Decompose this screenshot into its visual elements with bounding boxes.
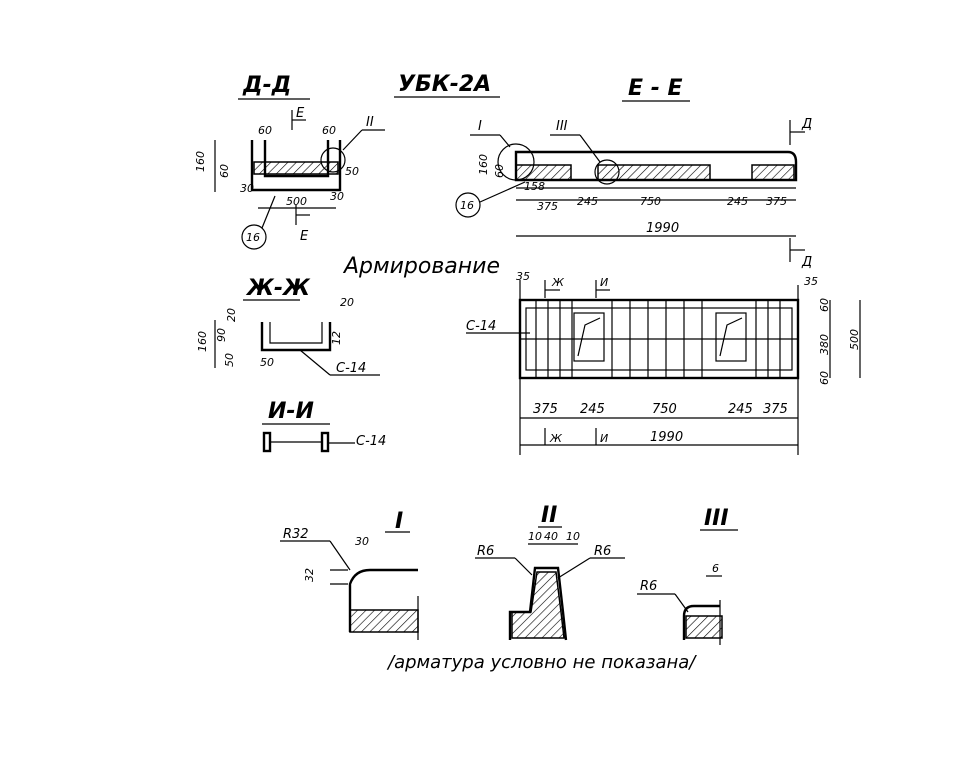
svg-text:245: 245 [727,195,748,208]
svg-text:750: 750 [652,402,677,417]
section-zz-title: Ж-Ж [245,276,311,301]
svg-text:30: 30 [240,182,254,195]
svg-text:60: 60 [258,124,272,137]
svg-text:60: 60 [493,164,506,178]
svg-text:20: 20 [225,308,238,322]
reinforcement-plan: С-14 35 35 Ж И 60 380 60 500 375 245 750… [466,270,861,455]
svg-text:30: 30 [355,535,369,548]
svg-text:R32: R32 [283,527,309,542]
svg-text:60: 60 [818,298,831,312]
section-ii-title: И-И [268,399,314,424]
svg-text:С-14: С-14 [466,319,496,334]
svg-text:245: 245 [728,402,753,417]
section-ee-title: Е - Е [628,76,683,101]
svg-text:35: 35 [804,275,818,288]
svg-text:750: 750 [640,195,661,208]
svg-text:60: 60 [818,371,831,385]
svg-text:И: И [600,432,608,445]
detail-ii: II 10 40 10 R6 R6 [475,503,625,641]
svg-text:R6: R6 [477,544,494,559]
footnote: /арматура условно не показана/ [386,652,697,673]
svg-text:380: 380 [818,334,831,355]
svg-text:R6: R6 [640,579,657,594]
svg-text:50: 50 [260,356,274,369]
svg-text:С-14: С-14 [356,434,386,449]
opening-right [715,312,747,362]
callout-16-ee [455,192,481,218]
svg-text:500: 500 [848,329,861,350]
svg-text:6: 6 [712,562,719,575]
svg-text:Е: Е [300,229,309,244]
section-ee: Е - Е Д I III 16 160 60 158 375 245 750 … [455,76,812,270]
section-dd-title: Д-Д [242,73,291,98]
svg-text:12: 12 [330,331,343,345]
svg-text:10: 10 [528,530,542,543]
svg-text:160: 160 [194,151,207,172]
svg-text:10: 10 [566,530,580,543]
svg-text:60: 60 [218,164,231,178]
svg-text:245: 245 [577,195,598,208]
svg-text:160: 160 [477,154,490,175]
svg-text:III: III [704,506,729,531]
svg-text:90: 90 [215,328,228,342]
svg-text:16: 16 [246,231,260,244]
svg-text:375: 375 [537,200,558,213]
svg-text:245: 245 [580,402,605,417]
svg-text:160: 160 [196,331,209,352]
svg-text:1990: 1990 [646,221,679,236]
svg-text:Е: Е [296,106,305,121]
svg-text:16: 16 [460,199,474,212]
svg-text:1990: 1990 [650,430,683,445]
svg-text:Ж: Ж [551,276,565,289]
svg-text:35: 35 [516,270,530,283]
drawing-title: УБК-2А [398,72,491,97]
svg-text:50: 50 [223,353,236,367]
svg-text:60: 60 [322,124,336,137]
svg-text:30: 30 [330,190,344,203]
opening-left [573,312,605,362]
svg-text:II: II [541,503,557,528]
svg-text:Д: Д [801,255,812,270]
section-dd-hatch [253,161,339,175]
detail-i-callout [497,143,535,181]
svg-text:I: I [395,509,403,534]
section-ii: И-И С-14 [262,399,386,453]
detail-iii: III 6 R6 [637,506,738,645]
svg-text:375: 375 [533,402,558,417]
svg-text:158: 158 [524,180,545,193]
svg-text:III: III [556,119,568,134]
svg-text:20: 20 [340,296,354,309]
svg-text:500: 500 [286,195,307,208]
detail-iii-callout [594,159,620,185]
svg-text:Д: Д [801,117,812,132]
svg-text:50: 50 [345,165,359,178]
svg-text:II: II [366,115,374,130]
svg-text:32: 32 [303,568,316,582]
callout-16-dd [241,224,267,250]
svg-text:С-14: С-14 [336,361,366,376]
detail-i: I R32 30 32 [280,509,419,640]
svg-text:И: И [600,276,608,289]
svg-text:R6: R6 [594,544,611,559]
svg-text:I: I [478,119,482,134]
svg-text:Ж: Ж [549,432,563,445]
reinforcement-heading: Армирование [342,254,500,279]
detail-ii-callout [320,147,346,173]
svg-text:40: 40 [544,530,558,543]
section-dd: Д-Д Е Е II 60 60 160 60 30 500 30 50 16 [194,73,385,250]
section-zz: Ж-Ж 160 90 20 50 20 12 50 С-14 [196,276,380,376]
svg-text:375: 375 [763,402,788,417]
svg-text:375: 375 [766,195,787,208]
